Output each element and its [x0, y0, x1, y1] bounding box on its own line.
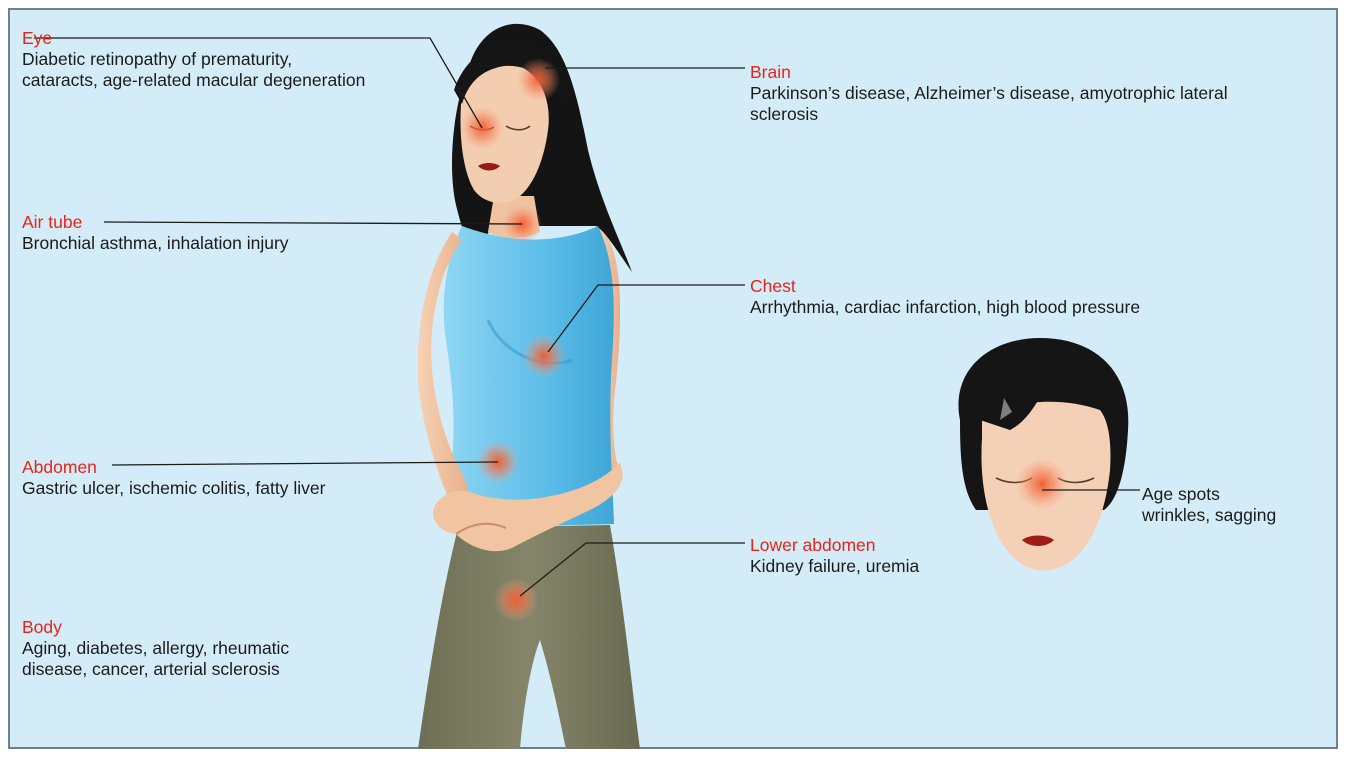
- label-chest-desc: Arrhythmia, cardiac infarction, high blo…: [750, 297, 1140, 318]
- label-air-tube: Air tube Bronchial asthma, inhalation in…: [22, 212, 289, 254]
- label-abdomen-desc: Gastric ulcer, ischemic colitis, fatty l…: [22, 478, 325, 499]
- label-lower-abdomen-title: Lower abdomen: [750, 535, 919, 556]
- hotspot-brain: [516, 58, 560, 102]
- label-brain: Brain Parkinson’s disease, Alzheimer’s d…: [750, 62, 1228, 125]
- label-abdomen: Abdomen Gastric ulcer, ischemic colitis,…: [22, 457, 325, 499]
- label-lower-abdomen: Lower abdomen Kidney failure, uremia: [750, 535, 919, 577]
- label-age-spots-desc: Age spots wrinkles, sagging: [1142, 484, 1276, 526]
- label-body-desc: Aging, diabetes, allergy, rheumatic dise…: [22, 638, 289, 680]
- label-chest: Chest Arrhythmia, cardiac infarction, hi…: [750, 276, 1140, 318]
- label-eye-title: Eye: [22, 28, 365, 49]
- label-abdomen-title: Abdomen: [22, 457, 325, 478]
- label-brain-desc: Parkinson’s disease, Alzheimer’s disease…: [750, 83, 1228, 125]
- label-air-tube-desc: Bronchial asthma, inhalation injury: [22, 233, 289, 254]
- label-eye-desc: Diabetic retinopathy of prematurity, cat…: [22, 49, 365, 91]
- label-eye: Eye Diabetic retinopathy of prematurity,…: [22, 28, 365, 91]
- woman-figure: [418, 24, 640, 749]
- label-brain-title: Brain: [750, 62, 1228, 83]
- face-inset: [958, 338, 1128, 571]
- hotspot-lower-abdomen: [494, 578, 538, 622]
- label-age-spots: Age spots wrinkles, sagging: [1142, 484, 1276, 526]
- label-body: Body Aging, diabetes, allergy, rheumatic…: [22, 617, 289, 680]
- label-chest-title: Chest: [750, 276, 1140, 297]
- label-air-tube-title: Air tube: [22, 212, 289, 233]
- hotspot-face: [1016, 458, 1068, 510]
- hotspot-chest: [522, 334, 566, 378]
- label-lower-abdomen-desc: Kidney failure, uremia: [750, 556, 919, 577]
- label-body-title: Body: [22, 617, 289, 638]
